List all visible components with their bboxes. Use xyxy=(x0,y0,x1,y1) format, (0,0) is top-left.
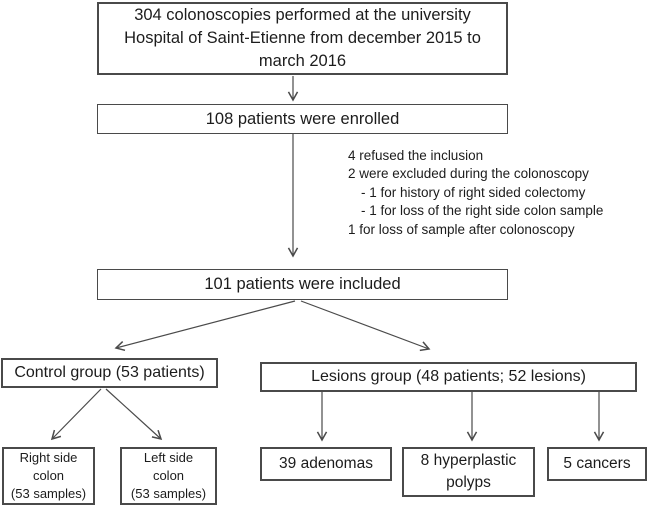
box-enrolled: 108 patients were enrolled xyxy=(97,104,508,134)
box-cancers: 5 cancers xyxy=(547,447,647,481)
box-control-group: Control group (53 patients) xyxy=(1,358,218,388)
box-left-side-colon-line: Left side xyxy=(143,450,194,465)
exclusion-line: 4 refused the inclusion xyxy=(348,148,484,163)
exclusion-line: - 1 for loss of the right side colon sam… xyxy=(361,203,604,219)
exclusions-note: 4 refused the inclusion 2 were excluded … xyxy=(348,147,648,239)
arrow-included-to-lesions xyxy=(300,300,431,352)
exclusion-line: 2 were excluded during the colonoscopy xyxy=(348,166,589,182)
box-lesions-group: Lesions group (48 patients; 52 lesions) xyxy=(260,362,637,392)
box-left-side-colon-line: colon xyxy=(152,468,185,483)
box-right-side-colon-line: (53 samples) xyxy=(10,486,87,501)
box-included: 101 patients were included xyxy=(97,269,508,300)
arrow-control-to-right-colon xyxy=(50,388,102,441)
box-right-side-colon-line: colon xyxy=(32,468,65,483)
box-left-side-colon: Left side colon (53 samples) xyxy=(120,447,217,505)
box-right-side-colon: Right side colon (53 samples) xyxy=(2,447,95,505)
arrow-control-to-left-colon xyxy=(105,388,163,441)
arrow-included-to-control xyxy=(114,300,296,352)
exclusion-line: - 1 for history of right sided colectomy xyxy=(361,184,586,200)
box-hyperplastic-polyps: 8 hyperplastic polyps xyxy=(402,447,535,497)
exclusion-line: 1 for loss of sample after colonoscopy xyxy=(348,221,575,237)
box-left-side-colon-line: (53 samples) xyxy=(130,486,207,501)
box-adenomas: 39 adenomas xyxy=(260,447,392,481)
box-screened: 304 colonoscopies performed at the unive… xyxy=(97,2,508,75)
box-right-side-colon-line: Right side xyxy=(19,450,78,465)
